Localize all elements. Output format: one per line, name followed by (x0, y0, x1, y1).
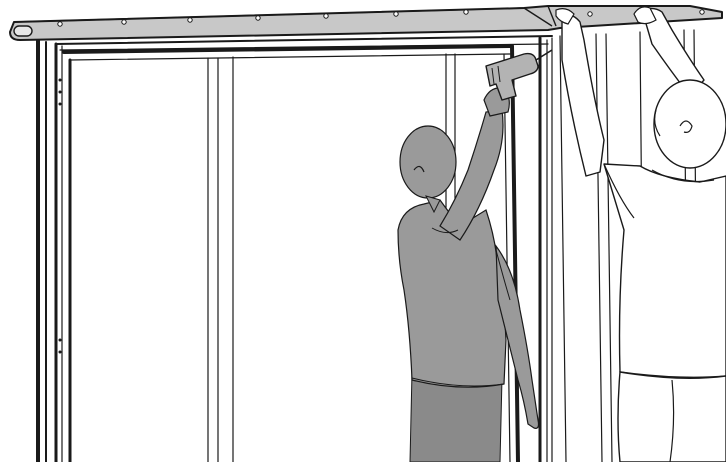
roof-panel (10, 6, 722, 40)
rivet-icon (59, 91, 62, 94)
rivet-icon (59, 351, 62, 354)
rivet-icon (59, 339, 62, 342)
shed-frame (38, 30, 698, 462)
rivet-icon (59, 103, 62, 106)
rivet-icon (59, 79, 62, 82)
